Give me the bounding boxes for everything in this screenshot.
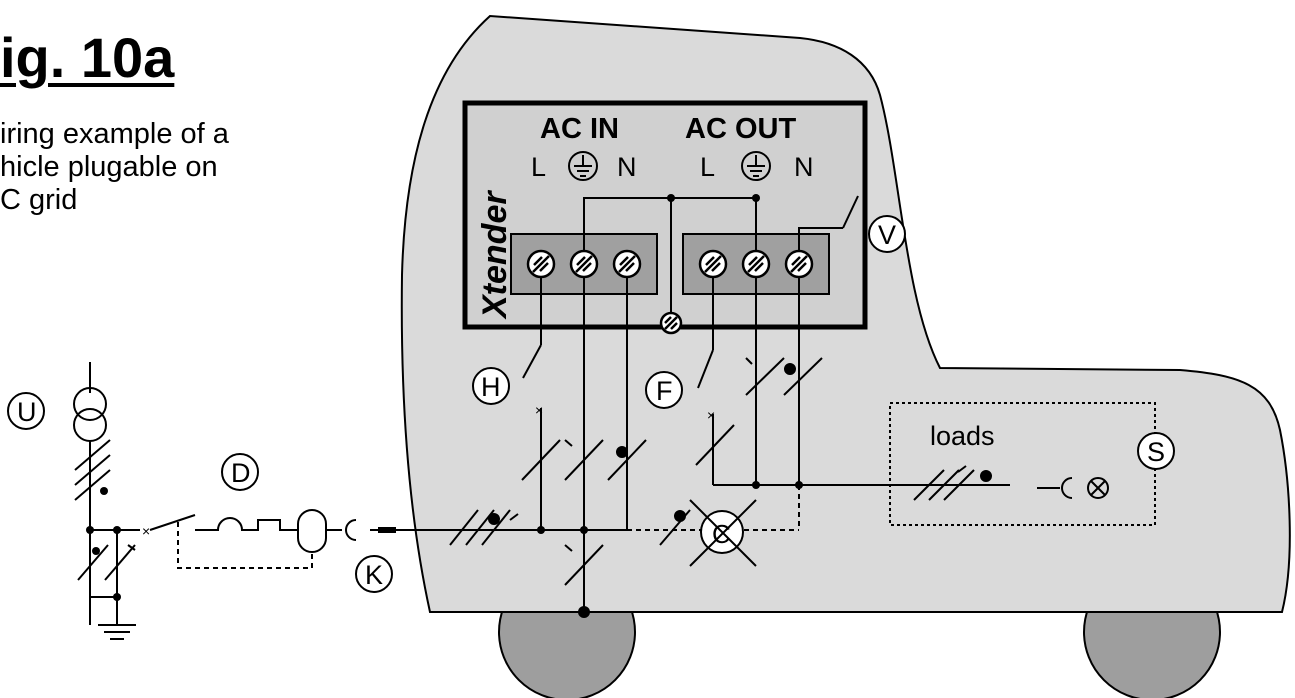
ac-in-label: AC IN bbox=[540, 113, 619, 145]
svg-text:D: D bbox=[231, 458, 251, 488]
figure-description-line-2: hicle plugable on bbox=[0, 151, 218, 183]
svg-text:×: × bbox=[707, 407, 715, 423]
svg-text:U: U bbox=[17, 397, 37, 427]
marker-u: U bbox=[7, 392, 45, 430]
figure-description: iring example of a hicle plugable on C g… bbox=[0, 118, 300, 217]
svg-text:×: × bbox=[142, 523, 150, 539]
marker-v: V bbox=[868, 215, 906, 253]
ac-out-ground-symbol-icon bbox=[741, 151, 771, 181]
internal-wiring bbox=[583, 194, 859, 313]
marker-c-label: C bbox=[712, 519, 731, 549]
ac-in-l-label: L bbox=[531, 152, 546, 182]
svg-text:K: K bbox=[365, 560, 383, 590]
terminal-screws bbox=[526, 249, 814, 335]
marker-s: S bbox=[1137, 432, 1175, 470]
rcd-c-symbol: C bbox=[689, 499, 757, 567]
figure-title: ig. 10a bbox=[0, 26, 175, 89]
ac-in-n-label: N bbox=[617, 152, 637, 182]
lamp-icon bbox=[1087, 477, 1109, 499]
figure-description-line-1: iring example of a bbox=[0, 118, 229, 150]
loads-label: loads bbox=[930, 421, 995, 451]
grid-wiring: × bbox=[74, 439, 357, 640]
svg-text:F: F bbox=[656, 376, 673, 406]
socket-icon bbox=[1037, 477, 1073, 499]
svg-text:V: V bbox=[878, 220, 896, 250]
ac-out-label: AC OUT bbox=[685, 113, 796, 145]
marker-f: F bbox=[645, 371, 683, 409]
svg-text:H: H bbox=[481, 372, 501, 402]
xtender-brand-label: Xtender bbox=[476, 190, 514, 320]
conductor-marks bbox=[449, 357, 992, 586]
marker-k: K bbox=[355, 555, 393, 593]
ac-out-n-label: N bbox=[794, 152, 814, 182]
svg-text:S: S bbox=[1147, 437, 1165, 467]
figure-description-line-3: C grid bbox=[0, 184, 78, 216]
ac-out-l-label: L bbox=[700, 152, 715, 182]
ac-in-ground-symbol-icon bbox=[568, 151, 598, 181]
marker-h: H bbox=[472, 367, 510, 405]
marker-d: D bbox=[221, 453, 259, 491]
svg-text:×: × bbox=[535, 402, 543, 418]
